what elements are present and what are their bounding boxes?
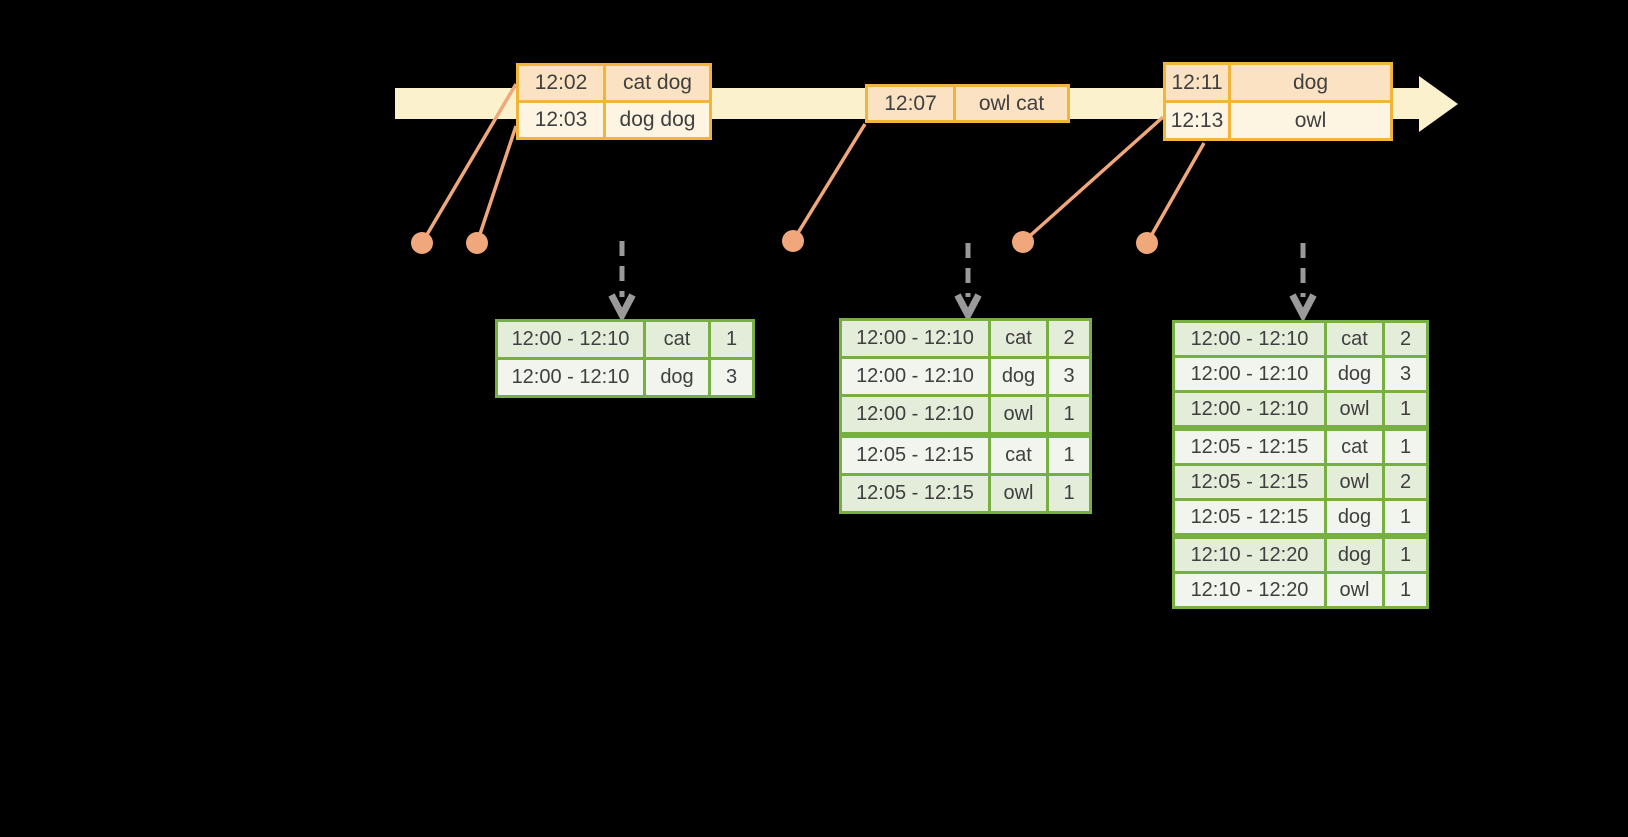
word-cell: dog	[1327, 539, 1382, 571]
connector-line	[1145, 142, 1206, 244]
window-cell: 12:00 - 12:10	[842, 359, 988, 394]
window-cell: 12:00 - 12:10	[1175, 358, 1324, 390]
window-cell: 12:05 - 12:15	[1175, 501, 1324, 533]
window-cell: 12:10 - 12:20	[1175, 574, 1324, 606]
word-cell: dog	[991, 359, 1046, 394]
word-cell: dog	[646, 360, 708, 395]
window-cell: 12:00 - 12:10	[498, 322, 643, 357]
window-cell: 12:00 - 12:10	[498, 360, 643, 395]
event-words-cell: owl	[1231, 103, 1390, 138]
count-cell: 1	[711, 322, 752, 357]
count-cell: 2	[1385, 466, 1426, 498]
event-words-cell: dog dog	[606, 103, 709, 137]
count-cell: 1	[1385, 501, 1426, 533]
word-cell: cat	[991, 438, 1046, 473]
event-time-cell: 12:03	[519, 103, 603, 137]
window-cell: 12:10 - 12:20	[1175, 539, 1324, 571]
down-arrow-icon	[954, 293, 982, 323]
word-cell: cat	[1327, 323, 1382, 355]
word-cell: dog	[1327, 358, 1382, 390]
event-dot	[1012, 231, 1034, 253]
window-cell: 12:00 - 12:10	[842, 397, 988, 432]
word-cell: owl	[1327, 393, 1382, 425]
count-cell: 1	[1049, 397, 1089, 432]
event-time-cell: 12:11	[1166, 65, 1228, 100]
word-cell: owl	[991, 476, 1046, 511]
word-cell: cat	[1327, 431, 1382, 463]
event-dot	[782, 230, 804, 252]
count-cell: 3	[1049, 359, 1089, 394]
window-cell: 12:05 - 12:15	[1175, 466, 1324, 498]
event-time-cell: 12:07	[868, 87, 953, 120]
word-cell: owl	[1327, 574, 1382, 606]
window-cell: 12:05 - 12:15	[842, 438, 988, 473]
event-dot	[466, 232, 488, 254]
event-time-cell: 12:13	[1166, 103, 1228, 138]
window-cell: 12:05 - 12:15	[842, 476, 988, 511]
count-cell: 1	[1049, 476, 1089, 511]
connector-line	[1021, 115, 1165, 244]
word-cell: cat	[991, 321, 1046, 356]
window-cell: 12:00 - 12:10	[1175, 323, 1324, 355]
count-cell: 1	[1385, 393, 1426, 425]
connector-line	[791, 123, 867, 242]
count-cell: 2	[1049, 321, 1089, 356]
window-cell: 12:00 - 12:10	[1175, 393, 1324, 425]
count-cell: 2	[1385, 323, 1426, 355]
window-cell: 12:05 - 12:15	[1175, 431, 1324, 463]
count-cell: 3	[711, 360, 752, 395]
event-time-cell: 12:02	[519, 66, 603, 100]
count-cell: 1	[1049, 438, 1089, 473]
word-cell: dog	[1327, 501, 1382, 533]
connector-line	[475, 125, 518, 244]
window-cell: 12:00 - 12:10	[842, 321, 988, 356]
arrow-head-icon	[1419, 76, 1458, 132]
event-words-cell: owl cat	[956, 87, 1067, 120]
down-arrow-icon	[1289, 293, 1317, 323]
event-dot	[411, 232, 433, 254]
count-cell: 1	[1385, 431, 1426, 463]
word-cell: owl	[1327, 466, 1382, 498]
event-dot	[1136, 232, 1158, 254]
count-cell: 1	[1385, 574, 1426, 606]
count-cell: 3	[1385, 358, 1426, 390]
word-cell: owl	[991, 397, 1046, 432]
word-cell: cat	[646, 322, 708, 357]
event-words-cell: cat dog	[606, 66, 709, 100]
count-cell: 1	[1385, 539, 1426, 571]
down-arrow-icon	[608, 293, 636, 323]
event-words-cell: dog	[1231, 65, 1390, 100]
